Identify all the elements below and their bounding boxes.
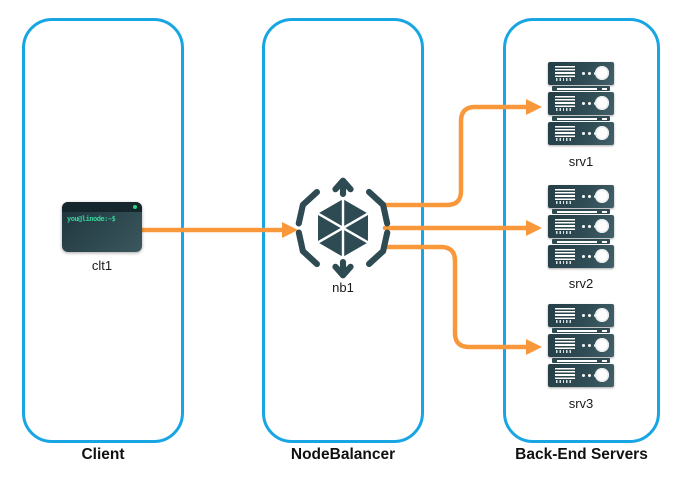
- server-unit: [548, 304, 614, 327]
- rack-separator: [552, 116, 610, 121]
- vent-ticks: [556, 78, 573, 81]
- vent-grill: [555, 96, 575, 107]
- client-node-label: clt1: [91, 258, 113, 273]
- backend-servers-group-label: Back-End Servers: [515, 446, 648, 463]
- vent-grill: [555, 126, 575, 137]
- rack-separator: [552, 86, 610, 91]
- server-unit: [548, 185, 614, 208]
- vent-grill: [555, 249, 575, 260]
- vent-ticks: [556, 350, 573, 353]
- led-dots: [582, 102, 585, 105]
- vent-ticks: [556, 108, 573, 111]
- server-node-label: srv1: [568, 154, 594, 169]
- power-knob: [595, 126, 609, 140]
- rack-separator: [552, 209, 610, 214]
- led-dots: [582, 374, 585, 377]
- server-unit: [548, 334, 614, 357]
- terminal-icon: you@linode:~$: [62, 202, 142, 252]
- server-rack-icon: [548, 185, 614, 268]
- power-knob: [595, 249, 609, 263]
- server-node-label: srv2: [568, 276, 594, 291]
- power-knob: [595, 219, 609, 233]
- vent-grill: [555, 338, 575, 349]
- vent-grill: [555, 219, 575, 230]
- server-node-label: srv3: [568, 396, 594, 411]
- power-knob: [595, 189, 609, 203]
- power-knob: [595, 66, 609, 80]
- client-group-label: Client: [81, 446, 125, 463]
- server-rack-icon: [548, 62, 614, 145]
- vent-grill: [555, 189, 575, 200]
- vent-ticks: [556, 201, 573, 204]
- server-unit: [548, 364, 614, 387]
- backend-servers-group-box: [503, 18, 660, 443]
- power-knob: [595, 96, 609, 110]
- server-unit: [548, 92, 614, 115]
- terminal-titlebar: [62, 202, 142, 212]
- led-dots: [582, 225, 585, 228]
- vent-grill: [555, 308, 575, 319]
- power-knob: [595, 338, 609, 352]
- server-unit: [548, 215, 614, 238]
- power-knob: [595, 368, 609, 382]
- led-dots: [582, 132, 585, 135]
- vent-ticks: [556, 320, 573, 323]
- rack-separator: [552, 358, 610, 363]
- vent-grill: [555, 368, 575, 379]
- server-unit: [548, 62, 614, 85]
- nodebalancer-hexagon-icon: [291, 177, 395, 280]
- nodebalancer-node-label: nb1: [332, 280, 354, 295]
- rack-separator: [552, 328, 610, 333]
- led-dots: [582, 314, 585, 317]
- vent-ticks: [556, 380, 573, 383]
- led-dots: [582, 195, 585, 198]
- terminal-prompt-text: you@linode:~$: [67, 215, 116, 223]
- led-dots: [582, 72, 585, 75]
- server-unit: [548, 245, 614, 268]
- vent-ticks: [556, 138, 573, 141]
- terminal-status-dot: [133, 205, 137, 209]
- nodebalancer-group-label: NodeBalancer: [290, 446, 396, 463]
- rack-separator: [552, 239, 610, 244]
- server-unit: [548, 122, 614, 145]
- vent-ticks: [556, 231, 573, 234]
- vent-grill: [555, 66, 575, 77]
- server-rack-icon: [548, 304, 614, 387]
- vent-ticks: [556, 261, 573, 264]
- power-knob: [595, 308, 609, 322]
- led-dots: [582, 344, 585, 347]
- led-dots: [582, 255, 585, 258]
